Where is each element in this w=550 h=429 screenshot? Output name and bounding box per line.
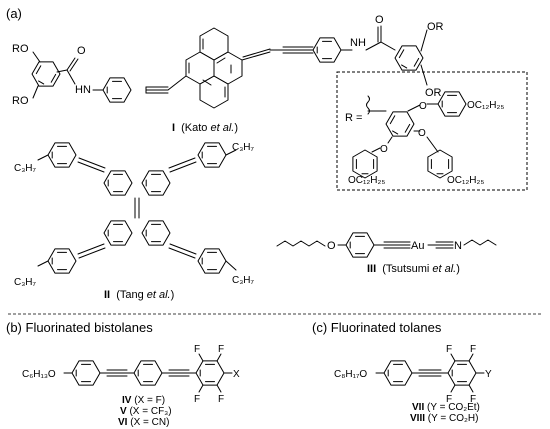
ro-bottom-right: OR <box>425 87 442 99</box>
bistolane-f-1: F <box>194 344 200 355</box>
molecule-II: C₃H₇ C₃H₇ C₃H₇ C₃H₇ II (Tang et al.) <box>14 142 255 301</box>
tolane-f-1: F <box>446 344 452 355</box>
bistolane-f-2: F <box>218 344 224 355</box>
r-o-middle: O <box>418 128 426 139</box>
molecule-II-caption: II (Tang et al.) <box>104 289 174 301</box>
compound-VI-num: VI <box>118 417 128 428</box>
compound-IV-desc: (X = F) <box>134 395 165 406</box>
molecule-I: NH O OR OR HN O RO RO I (Kato et al.) <box>12 14 444 134</box>
molecule-III-etal: et al. <box>432 263 456 275</box>
fluorinated-tolane: C₈H₁₇O F F F F Y VII (Y = CO₂Et) VIII (Y… <box>334 344 492 424</box>
tolane-f-4: F <box>470 394 476 405</box>
r-alkyl-bottom-right: OC₁₂H₂₅ <box>447 175 484 186</box>
tolane-chain: C₈H₁₇O <box>334 369 367 380</box>
molecule-III-close: ) <box>456 263 460 275</box>
compound-VIII-desc: (Y = CO₂H) <box>428 413 479 424</box>
gold-atom: Au <box>411 240 424 252</box>
bistolane-f-3: F <box>194 394 200 405</box>
r-o-right: O <box>419 101 427 112</box>
r-alkyl-right: OC₁₂H₂₅ <box>467 100 504 111</box>
molecule-III-name: (Tsutsumi <box>382 263 432 275</box>
bistolane-f-4: F <box>218 394 224 405</box>
carbonyl-o-right: O <box>375 14 384 26</box>
molecule-II-number: II <box>104 289 110 301</box>
compound-IV-num: IV <box>122 395 132 406</box>
c3h7-top-right: C₃H₇ <box>232 142 255 153</box>
molecule-III-caption: III (Tsutsumi et al.) <box>367 263 460 275</box>
compound-V-num: V <box>120 406 127 417</box>
bistolane-x: X <box>233 369 240 380</box>
fluorinated-bistolane: C₆H₁₃O F F F F X IV (X = F) V (X = CF₃) … <box>22 344 240 428</box>
molecule-I-etal: et al. <box>210 122 234 134</box>
molecule-I-number: I <box>172 122 175 134</box>
compound-VII: VII (Y = CO₂Et) <box>412 402 480 413</box>
ro-top-right: OR <box>427 21 444 33</box>
r-alkyl-bottom-left: OC₁₂H₂₅ <box>348 175 385 186</box>
c3h7-bottom-left: C₃H₇ <box>14 277 37 288</box>
r-group-label: R = <box>345 112 362 124</box>
tolane-y: Y <box>485 369 492 380</box>
molecule-I-name: (Kato <box>181 122 210 134</box>
compound-V-desc: (X = CF₃) <box>129 406 171 417</box>
tolane-f-3: F <box>446 394 452 405</box>
r-o-left: O <box>380 144 388 155</box>
compound-VII-num: VII <box>412 402 424 413</box>
compound-IV: IV (X = F) <box>122 395 165 406</box>
molecule-II-name: (Tang <box>116 289 147 301</box>
compound-VI-desc: (X = CN) <box>130 417 169 428</box>
molecule-II-etal: et al. <box>147 289 171 301</box>
amide-hn-left: HN <box>75 84 91 96</box>
panel-c-label: (c) Fluorinated tolanes <box>312 320 442 335</box>
tolane-f-2: F <box>470 344 476 355</box>
panel-a-label: (a) <box>6 6 22 21</box>
molecule-I-close: ) <box>234 122 238 134</box>
ro-bottom-left: RO <box>12 95 29 107</box>
compound-VII-desc: (Y = CO₂Et) <box>427 402 480 413</box>
nitrogen-atom: N <box>454 240 462 252</box>
carbonyl-o-left: O <box>77 45 86 57</box>
ether-o: O <box>327 240 336 252</box>
molecule-III: O Au N III (Tsutsumi et al.) <box>276 232 497 275</box>
panel-b-label: (b) Fluorinated bistolanes <box>6 320 153 335</box>
compound-VIII-num: VIII <box>410 413 425 424</box>
pyrene-core <box>185 27 243 109</box>
compound-V: V (X = CF₃) <box>120 406 172 417</box>
molecule-III-number: III <box>367 263 376 275</box>
amide-nh-right: NH <box>350 37 366 49</box>
r-group-definition: R = O OC₁₂H₂₅ O OC₁₂H₂₅ O OC₁₂H₂₅ <box>336 71 528 191</box>
molecule-II-close: ) <box>171 289 175 301</box>
ro-top-left: RO <box>12 43 29 55</box>
compound-VIII: VIII (Y = CO₂H) <box>410 413 478 424</box>
c3h7-top-left: C₃H₇ <box>14 163 37 174</box>
c3h7-bottom-right: C₃H₇ <box>232 275 255 286</box>
molecule-I-caption: I (Kato et al.) <box>172 122 238 134</box>
compound-VI: VI (X = CN) <box>118 417 169 428</box>
bistolane-chain: C₆H₁₃O <box>22 369 56 380</box>
